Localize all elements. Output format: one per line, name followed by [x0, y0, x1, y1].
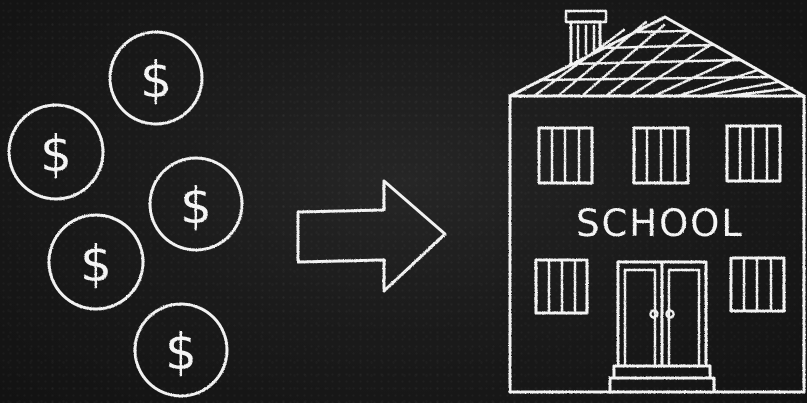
- dollar-symbol: $: [165, 323, 197, 381]
- dollar-symbol: $: [40, 125, 72, 183]
- door: [610, 262, 714, 392]
- dollar-coin-icon: $: [135, 304, 227, 396]
- dollar-symbol: $: [80, 235, 112, 293]
- dollar-coin-icon: $: [110, 32, 202, 124]
- window: [634, 128, 688, 183]
- window: [539, 128, 592, 183]
- school-building-icon: SCHOOL: [510, 11, 804, 392]
- school-sign-label: SCHOOL: [576, 202, 744, 245]
- dollar-symbol: $: [180, 177, 212, 235]
- window: [727, 126, 780, 181]
- dollar-symbol: $: [140, 51, 172, 109]
- dollar-coin-icon: $: [9, 105, 103, 199]
- right-arrow-icon: [298, 181, 445, 291]
- window: [731, 258, 784, 311]
- window: [536, 260, 587, 313]
- dollar-coin-icon: $: [150, 158, 242, 250]
- dollar-coin-icon: $: [49, 215, 143, 309]
